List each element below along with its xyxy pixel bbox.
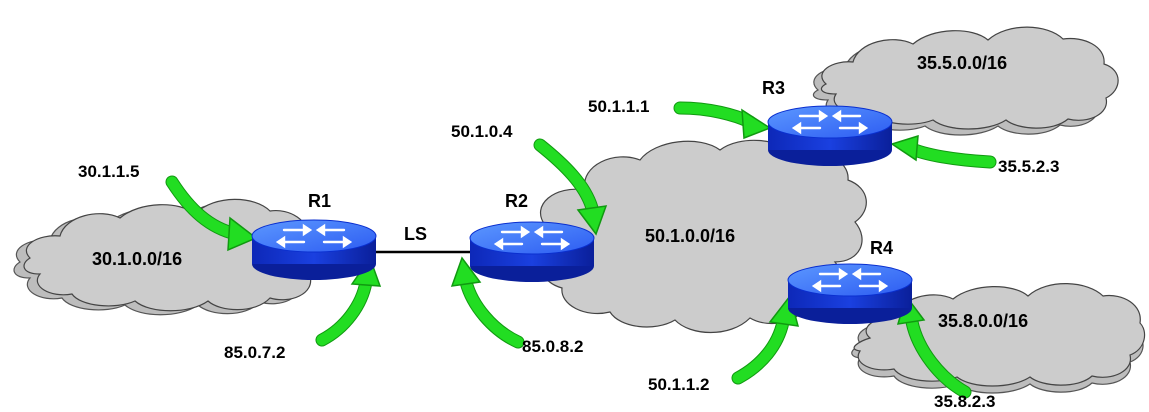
router-icon bbox=[251, 219, 377, 280]
router-r2-label: R2 bbox=[505, 191, 528, 211]
ip-label-r3-net: 35.5.2.3 bbox=[998, 157, 1059, 176]
green-curved-arrow-icon bbox=[533, 138, 608, 236]
ip-label-r2-link: 85.0.8.2 bbox=[522, 337, 583, 356]
router-icon bbox=[469, 221, 595, 282]
cloud-icon bbox=[537, 139, 867, 334]
network-label-r1: 30.1.0.0/16 bbox=[92, 249, 182, 269]
green-curved-arrow-icon bbox=[450, 256, 525, 349]
router-icon bbox=[767, 105, 893, 166]
green-curved-arrow-icon bbox=[673, 101, 772, 140]
ip-label-r3-center: 50.1.1.1 bbox=[588, 97, 649, 116]
cloud-icon bbox=[812, 26, 1119, 136]
network-label-r4: 35.8.0.0/16 bbox=[938, 311, 1028, 331]
network-label-center: 50.1.0.0/16 bbox=[645, 226, 735, 246]
link-label: LS bbox=[404, 224, 427, 244]
ip-label-r1-net: 30.1.1.5 bbox=[78, 162, 139, 181]
ip-label-r2-net: 50.1.0.4 bbox=[451, 122, 513, 141]
router-icon bbox=[787, 263, 913, 324]
router-r1-label: R1 bbox=[308, 191, 331, 211]
cloud-icon bbox=[851, 283, 1146, 394]
ip-label-r4-net: 35.8.2.3 bbox=[934, 392, 995, 411]
ip-label-r4-center: 50.1.1.2 bbox=[648, 375, 709, 394]
router-r4-label: R4 bbox=[870, 238, 893, 258]
router-r3-label: R3 bbox=[762, 78, 785, 98]
green-curved-arrow-icon bbox=[165, 175, 258, 252]
network-label-r3: 35.5.0.0/16 bbox=[917, 53, 1007, 73]
green-curved-arrow-icon bbox=[890, 134, 997, 169]
ip-label-r1-link: 85.0.7.2 bbox=[224, 343, 285, 362]
